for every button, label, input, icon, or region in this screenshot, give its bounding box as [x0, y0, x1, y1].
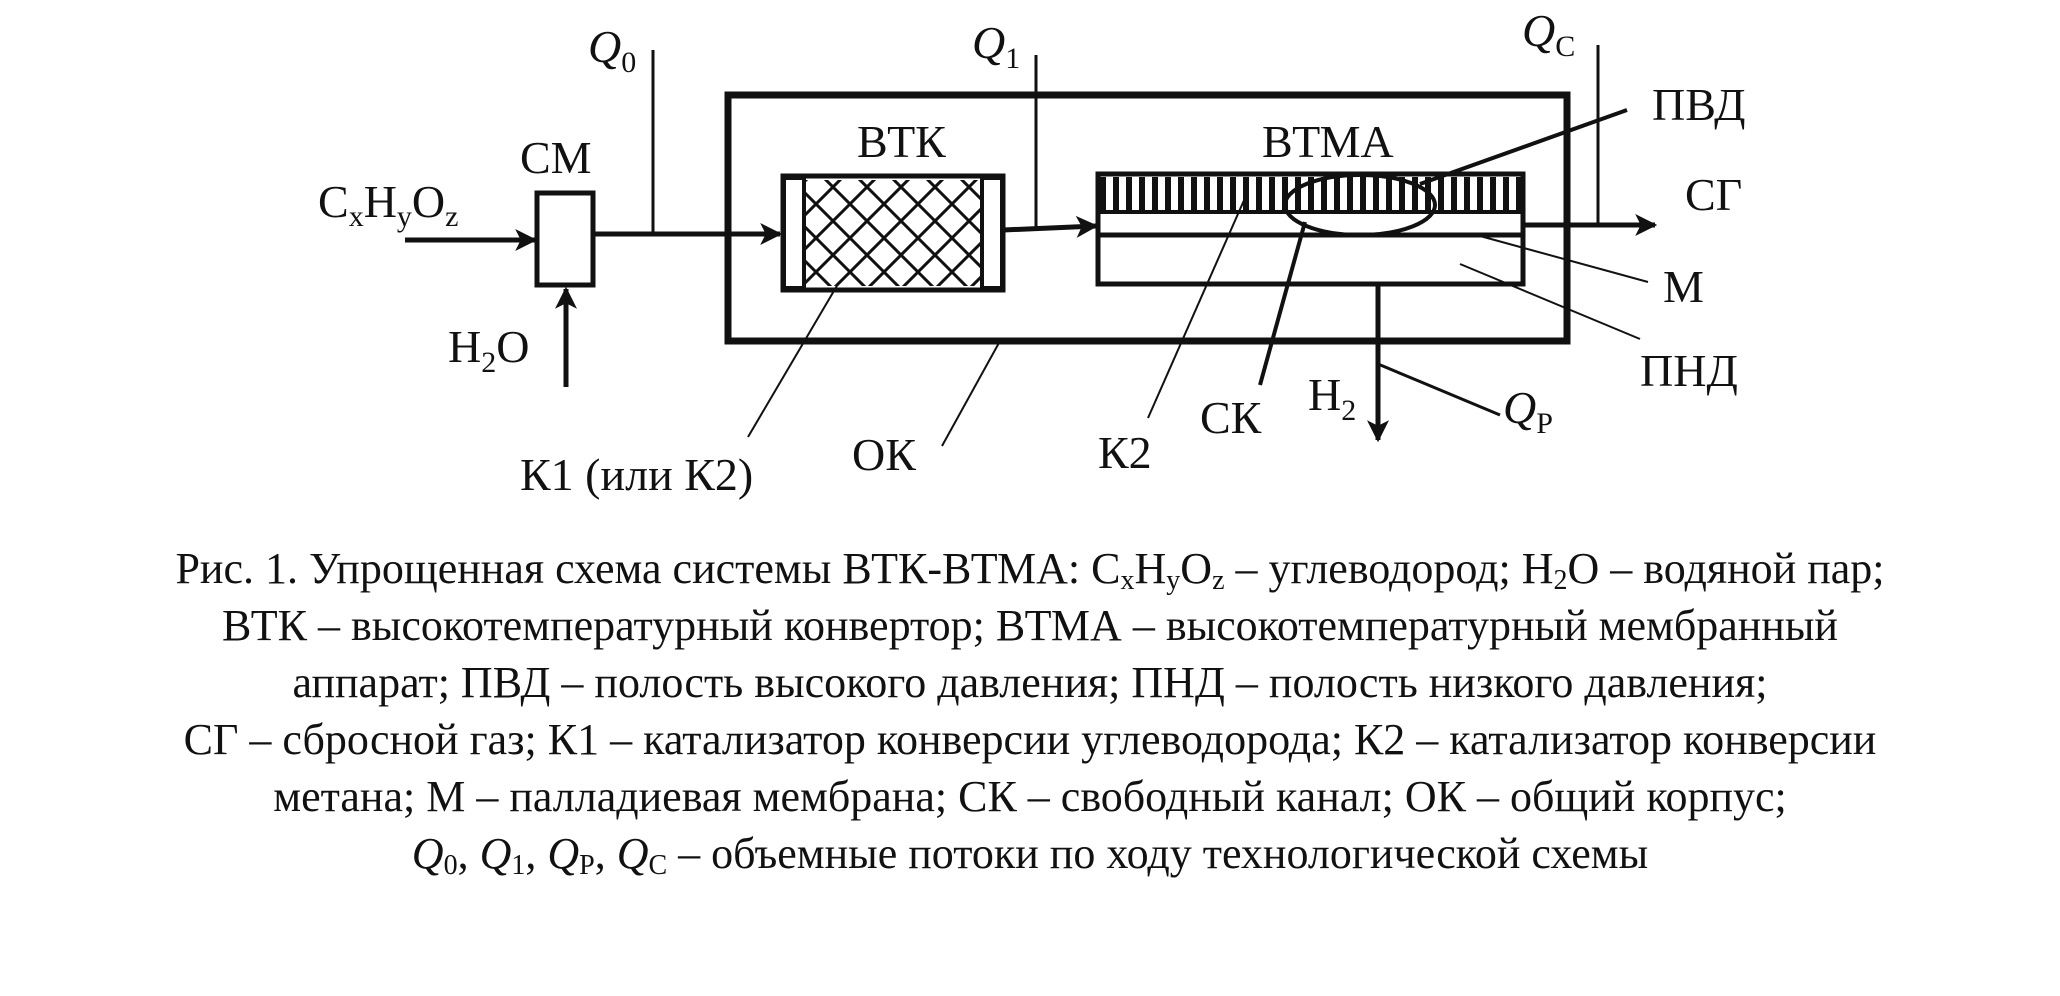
vtk-right-band: [980, 176, 1004, 290]
caption-line-2: ВТК – высокотемпературный конвертор; ВТМ…: [222, 601, 1838, 650]
water-label: H2O: [448, 321, 529, 379]
cm-label: СМ: [520, 132, 592, 183]
sg-label: СГ: [1685, 169, 1742, 220]
k1-leader: [747, 283, 839, 438]
pnd-leader: [1459, 263, 1641, 340]
vtma-label: ВТМА: [1262, 116, 1394, 167]
pvd-leader: [1419, 108, 1628, 186]
k2-label: К2: [1098, 427, 1152, 478]
vtk-catalyst-hatch: [804, 180, 982, 286]
pnd-label: ПНД: [1640, 345, 1738, 396]
pvd-label: ПВД: [1652, 79, 1746, 130]
caption-line-6: Q0, Q1, QР, QС – объемные потоки по ходу…: [411, 829, 1649, 881]
caption-line-1: Рис. 1. Упрощенная схема системы ВТК-ВТМ…: [175, 544, 1885, 596]
ok-leader: [941, 340, 1001, 447]
m-label: М: [1663, 261, 1704, 312]
m-leader: [1479, 235, 1649, 283]
k1-label: К1 (или К2): [520, 449, 753, 500]
caption-line-5: метана; М – палладиевая мембрана; СК – с…: [273, 772, 1787, 821]
vtk-left-band: [782, 176, 806, 290]
figure-caption: Рис. 1. Упрощенная схема системы ВТК-ВТМ…: [0, 540, 2060, 882]
vtk-to-vtma-arrow: [1002, 215, 1099, 238]
common-casing: [724, 91, 1571, 345]
qc-label: QС: [1522, 5, 1575, 63]
qp-tap-line: [1377, 362, 1501, 417]
k2-leader: [1147, 197, 1246, 419]
qp-label: QР: [1503, 382, 1553, 440]
q1-label: Q1: [972, 17, 1020, 75]
sk-leader: [1258, 221, 1307, 386]
h2-label: H2: [1308, 369, 1356, 427]
q0-label: Q0: [588, 21, 636, 79]
caption-line-4: СГ – сбросной газ; К1 – катализатор конв…: [183, 715, 1877, 764]
pvd-ellipse: [1283, 173, 1437, 237]
feed-label: CxHyOz: [318, 176, 458, 233]
caption-line-3: аппарат; ПВД – полость высокого давления…: [292, 658, 1768, 707]
mixer-box: [534, 190, 596, 288]
vtk-label: ВТК: [857, 116, 946, 167]
ok-label: ОК: [852, 429, 916, 480]
sk-label: СК: [1200, 392, 1262, 443]
